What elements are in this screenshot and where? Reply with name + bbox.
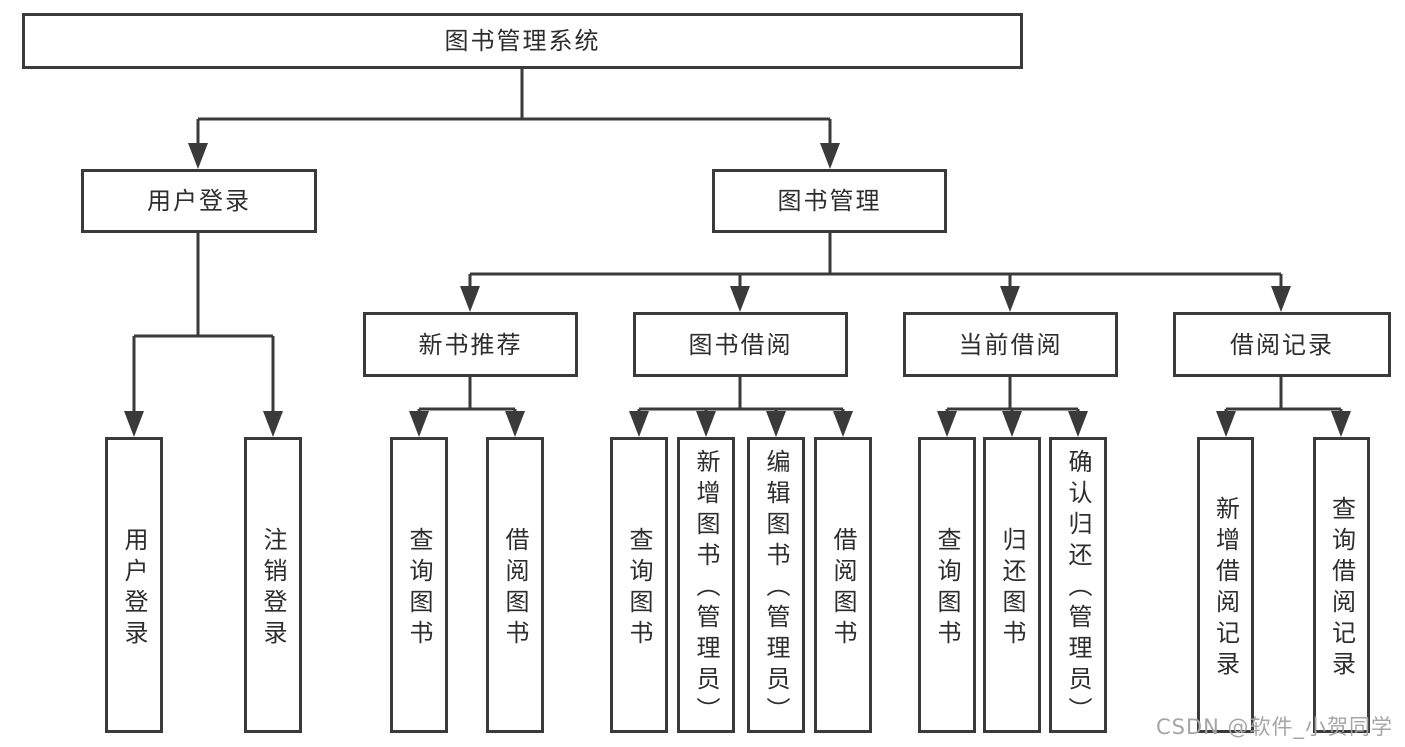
node-label: 归还图书 [998,526,1026,651]
node-label: 借阅记录 [1230,330,1334,359]
node-current-borrowing: 当前借阅 [903,312,1118,377]
node-new-book-recommendation: 新书推荐 [363,312,578,377]
node-label: 图书管理 [777,187,882,215]
leaf-query-books-borrowing: 查询图书 [610,437,668,733]
leaf-logout: 注销登录 [244,437,302,733]
node-label: 新增图书（管理员） [692,449,720,728]
node-label: 用户登录 [120,526,148,651]
node-label: 当前借阅 [958,330,1063,359]
node-label: 查询借阅记录 [1327,495,1356,682]
leaf-query-books-current: 查询图书 [918,437,976,733]
leaf-add-borrow-record: 新增借阅记录 [1197,437,1254,733]
node-label: 图书管理系统 [444,27,601,55]
node-label: 查询图书 [625,526,653,651]
node-label: 编辑图书（管理员） [762,449,790,728]
csdn-watermark: CSDN @软件_小贺同学 [1156,715,1394,739]
node-label: 查询图书 [933,526,961,651]
node-label: 确认归还（管理员） [1064,449,1092,728]
node-label: 用户登录 [147,187,251,215]
leaf-add-book-admin: 新增图书（管理员） [677,437,735,733]
leaf-return-books: 归还图书 [983,437,1041,733]
node-borrowing-records: 借阅记录 [1173,312,1391,377]
node-book-management: 图书管理 [712,169,947,233]
node-label: 图书借阅 [688,330,793,359]
node-label: 借阅图书 [829,526,857,651]
node-book-borrowing: 图书借阅 [633,312,848,377]
node-label: 新书推荐 [418,330,523,359]
leaf-query-borrow-record: 查询借阅记录 [1313,437,1370,733]
leaf-edit-book-admin: 编辑图书（管理员） [747,437,805,733]
node-label: 借阅图书 [501,526,529,651]
leaf-query-books-recommend: 查询图书 [390,437,448,733]
node-user-login: 用户登录 [81,169,317,233]
node-label: 新增借阅记录 [1211,495,1240,682]
node-library-management-system: 图书管理系统 [22,13,1023,69]
node-label: 查询图书 [405,526,433,651]
leaf-borrow-books-borrowing: 借阅图书 [814,437,872,733]
leaf-confirm-return-admin: 确认归还（管理员） [1049,437,1107,733]
leaf-borrow-books-recommend: 借阅图书 [486,437,544,733]
leaf-user-login: 用户登录 [105,437,163,733]
node-label: 注销登录 [259,526,287,651]
